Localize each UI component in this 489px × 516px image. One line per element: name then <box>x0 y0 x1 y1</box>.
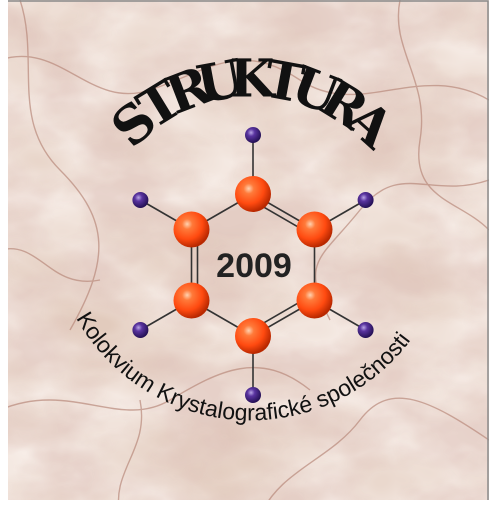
hydrogen-atom <box>245 387 261 403</box>
carbon-atom <box>235 318 271 354</box>
hydrogen-atom <box>357 322 374 338</box>
carbon-atom <box>173 282 210 319</box>
carbon-atom <box>235 176 271 212</box>
molecule-bond <box>260 204 301 229</box>
carbon-atoms <box>173 176 333 354</box>
title-letter: K <box>229 49 276 110</box>
hydrogen-atom <box>245 127 261 143</box>
molecule-bond <box>260 301 301 326</box>
title-letter: U <box>192 48 248 116</box>
left-margin <box>0 0 8 516</box>
carbon-atom <box>296 282 333 319</box>
year-label: 2009 <box>216 247 292 285</box>
carbon-atom <box>173 211 210 248</box>
hydrogen-atom <box>357 192 374 208</box>
carbon-atom <box>296 211 333 248</box>
hydrogen-atoms <box>132 127 374 403</box>
bottom-margin <box>0 500 489 516</box>
hydrogen-atom <box>132 322 149 338</box>
hydrogen-atom <box>132 192 149 208</box>
benzene-molecule-icon <box>132 127 374 403</box>
